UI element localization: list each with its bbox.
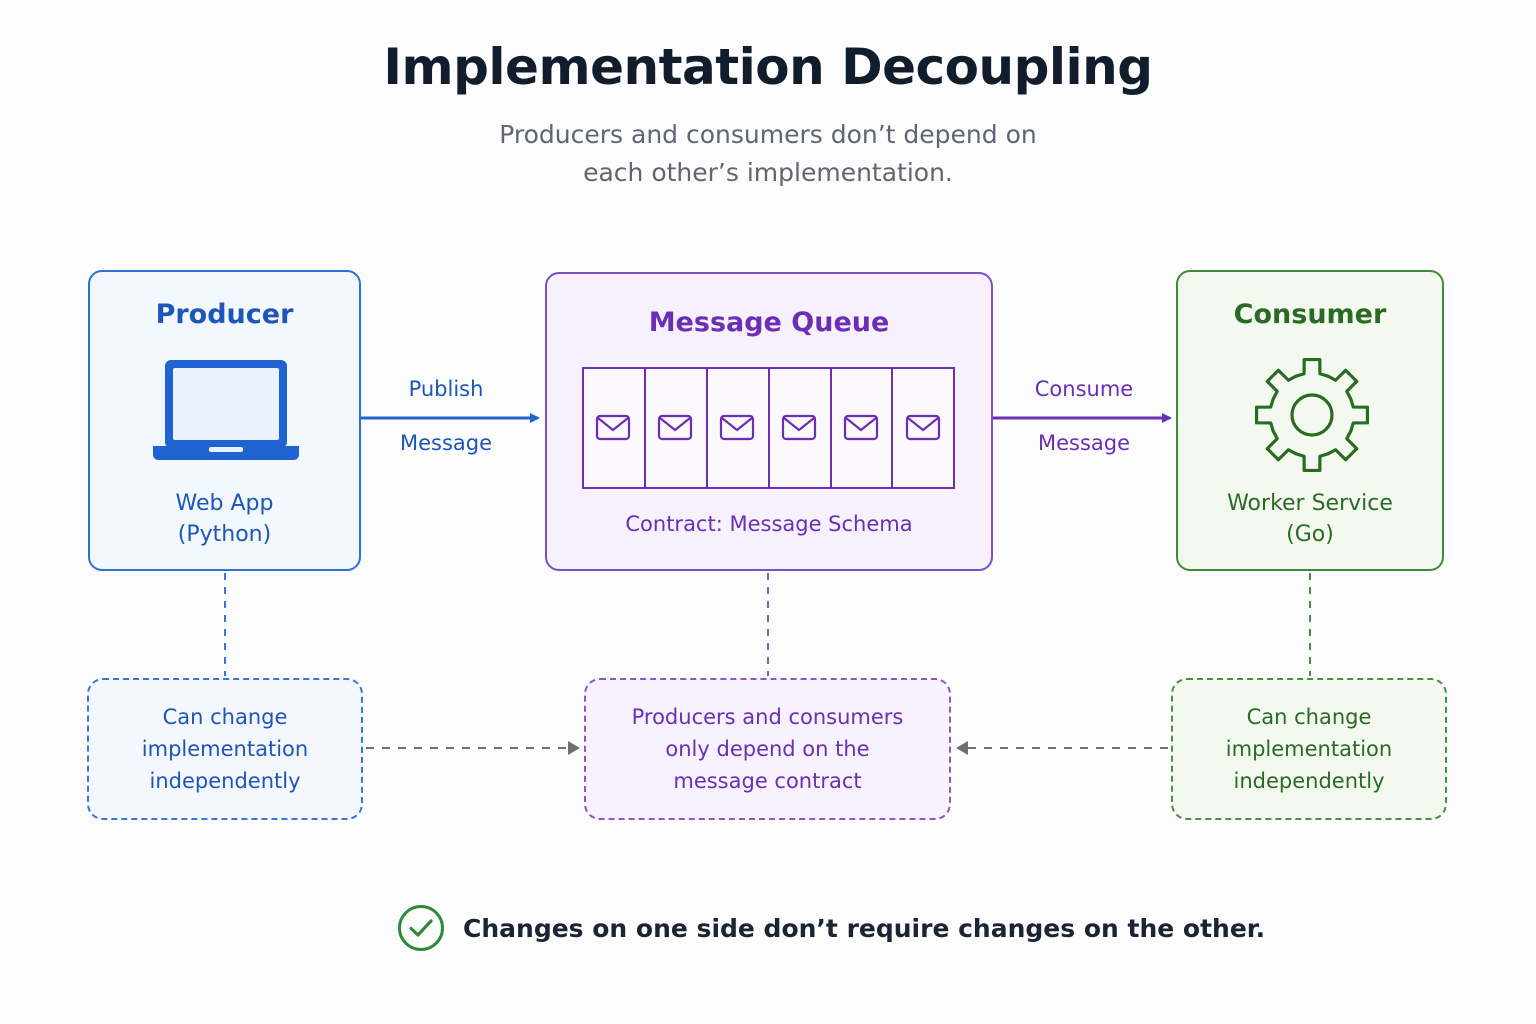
contract-note-text: Producers and consumers only depend on t… [631, 705, 904, 793]
message-queue-box: Message Queue Contract: Message Schema [545, 272, 993, 571]
queue-contract: Contract: Message Schema [625, 512, 913, 536]
gear-icon [1254, 357, 1370, 473]
consume-label-bottom: Message [1037, 431, 1131, 455]
envelope-icon [657, 414, 693, 441]
producer-name: Web App [175, 491, 274, 516]
producer-tech: (Python) [177, 522, 272, 547]
consumer-title: Consumer [1233, 299, 1387, 330]
producer-note-text: Can change implementation independently [141, 705, 309, 793]
consumer-note: Can change implementation independently [1171, 678, 1447, 820]
consumer-tech: (Go) [1286, 522, 1334, 547]
queue-title: Message Queue [648, 307, 890, 338]
contract-note: Producers and consumers only depend on t… [584, 678, 951, 820]
envelope-icon [843, 414, 879, 441]
envelope-icon [781, 414, 817, 441]
laptop-icon [153, 360, 299, 460]
consumer-box: Consumer Worker Service (Go) [1176, 270, 1444, 571]
page-title: Implementation Decoupling [383, 38, 1153, 96]
producer-title: Producer [155, 299, 294, 330]
footer: Changes on one side don’t require change… [397, 904, 1265, 952]
queue-slots [582, 367, 955, 489]
envelope-icon [595, 414, 631, 441]
envelope-icon [905, 414, 941, 441]
producer-box: Producer Web App (Python) [88, 270, 361, 571]
consumer-name: Worker Service [1227, 491, 1393, 516]
publish-label-top: Publish [408, 377, 484, 401]
check-circle-icon [398, 905, 444, 951]
producer-note: Can change implementation independently [87, 678, 363, 820]
consumer-note-text: Can change implementation independently [1225, 705, 1393, 793]
publish-label-bottom: Message [399, 431, 493, 455]
footer-text: Changes on one side don’t require change… [463, 913, 1266, 943]
page-subtitle: Producers and consumers don’t depend on … [499, 120, 1037, 187]
envelope-icon [719, 414, 755, 441]
consume-label-top: Consume [1034, 377, 1134, 401]
